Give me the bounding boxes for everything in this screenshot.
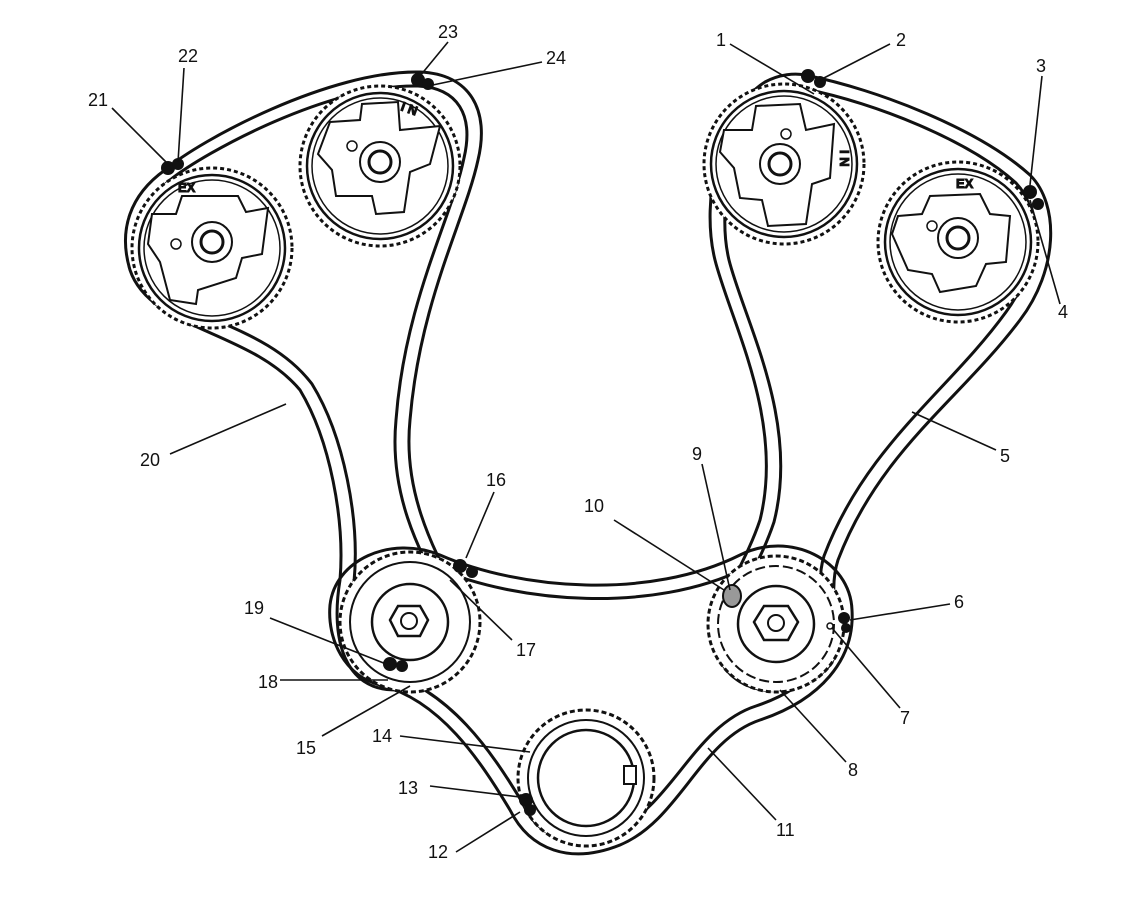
callout-13: 13 — [398, 778, 418, 798]
callout-7: 7 — [900, 708, 910, 728]
callout-18: 18 — [258, 672, 278, 692]
callout-9: 9 — [692, 444, 702, 464]
left-exhaust-cam-sprocket: EX — [130, 166, 294, 330]
callout-22: 22 — [178, 46, 198, 66]
right-intake-cam-sprocket: I N — [702, 82, 866, 246]
left-intake-mark: I N — [399, 99, 420, 119]
callout-15: 15 — [296, 738, 316, 758]
right-intake-mark: I N — [837, 150, 852, 167]
callout-19: 19 — [244, 598, 264, 618]
right-idler-sprocket — [706, 554, 846, 694]
callout-labels: 1 2 3 4 5 6 7 8 9 10 11 12 13 14 15 16 1… — [88, 22, 1068, 862]
callout-1: 1 — [716, 30, 726, 50]
callout-2: 2 — [896, 30, 906, 50]
left-exhaust-mark: EX — [178, 180, 196, 195]
left-intake-cam-sprocket: I N — [298, 84, 462, 248]
callout-8: 8 — [848, 760, 858, 780]
left-idler-sprocket — [338, 550, 482, 694]
leader-lines — [111, 41, 1061, 853]
right-exhaust-cam-sprocket: EX — [876, 160, 1040, 324]
callout-14: 14 — [372, 726, 392, 746]
callout-16: 16 — [486, 470, 506, 490]
callout-3: 3 — [1036, 56, 1046, 76]
timing-links — [161, 69, 1044, 816]
callout-4: 4 — [1058, 302, 1068, 322]
callout-20: 20 — [140, 450, 160, 470]
callout-11: 11 — [776, 820, 795, 840]
right-exhaust-mark: EX — [956, 176, 974, 191]
callout-10: 10 — [584, 496, 604, 516]
callout-24: 24 — [546, 48, 566, 68]
callout-21: 21 — [88, 90, 108, 110]
timing-mark-link-9 — [722, 584, 742, 608]
callout-5: 5 — [1000, 446, 1010, 466]
crankshaft-sprocket — [516, 708, 656, 848]
callout-6: 6 — [954, 592, 964, 612]
primary-chain — [328, 544, 854, 856]
callout-17: 17 — [516, 640, 536, 660]
callout-12: 12 — [428, 842, 448, 862]
callout-23: 23 — [438, 22, 458, 42]
